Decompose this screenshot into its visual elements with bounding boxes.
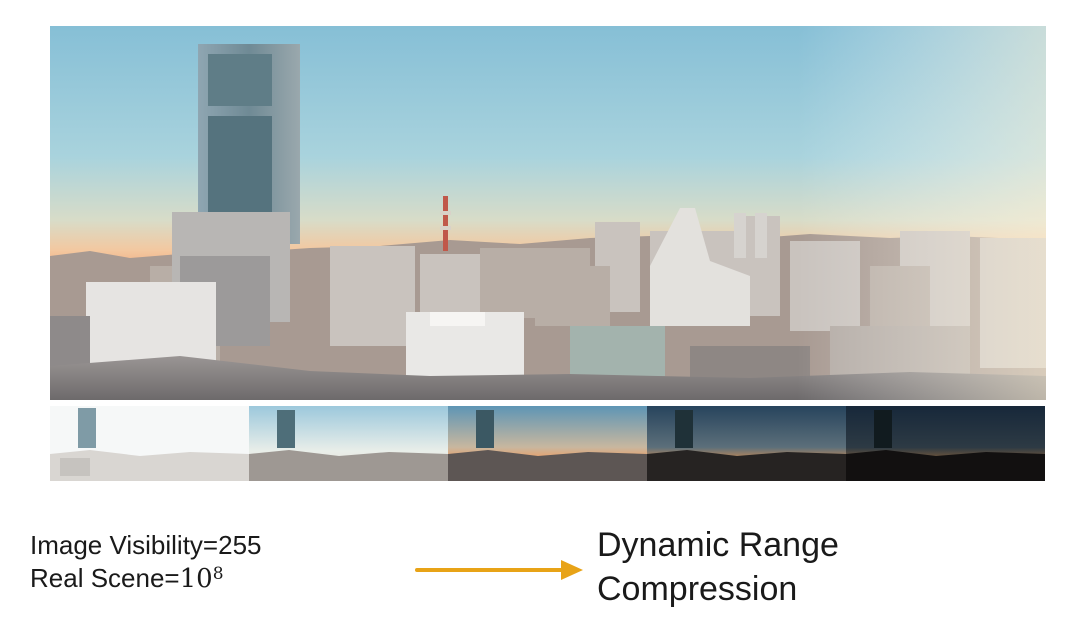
- city-skyline-panorama: [50, 26, 1046, 400]
- image-visibility-label: Image Visibility=255: [30, 530, 262, 560]
- right-arrow-icon: [415, 560, 583, 580]
- exposure-thumbnail-3: [448, 406, 647, 481]
- title-line-2: Compression: [597, 570, 798, 608]
- scene-range-caption: Image Visibility=255 Real Scene=108: [30, 529, 262, 596]
- exposure-thumbnail-1: [50, 406, 249, 481]
- real-scene-base: 10: [179, 564, 213, 594]
- exposure-thumbnail-5: [846, 406, 1045, 481]
- real-scene-line: Real Scene=108: [30, 562, 262, 596]
- title-line-1: Dynamic Range: [597, 526, 839, 564]
- dynamic-range-compression-title: Dynamic Range Compression: [597, 523, 839, 611]
- exposure-thumbnail-2: [249, 406, 448, 481]
- real-scene-label: Real Scene=: [30, 563, 180, 593]
- real-scene-exponent: 8: [212, 564, 224, 584]
- exposure-thumbnail-4: [647, 406, 846, 481]
